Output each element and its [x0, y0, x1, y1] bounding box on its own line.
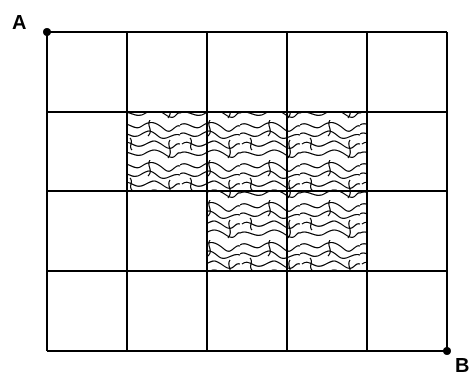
contour-cover-top [128, 113, 366, 190]
point-b-dot [443, 347, 451, 355]
contour-cover-bottom [208, 189, 366, 270]
point-a-dot [43, 28, 51, 36]
point-b-label: B [455, 355, 469, 374]
point-a-label: A [12, 12, 26, 34]
